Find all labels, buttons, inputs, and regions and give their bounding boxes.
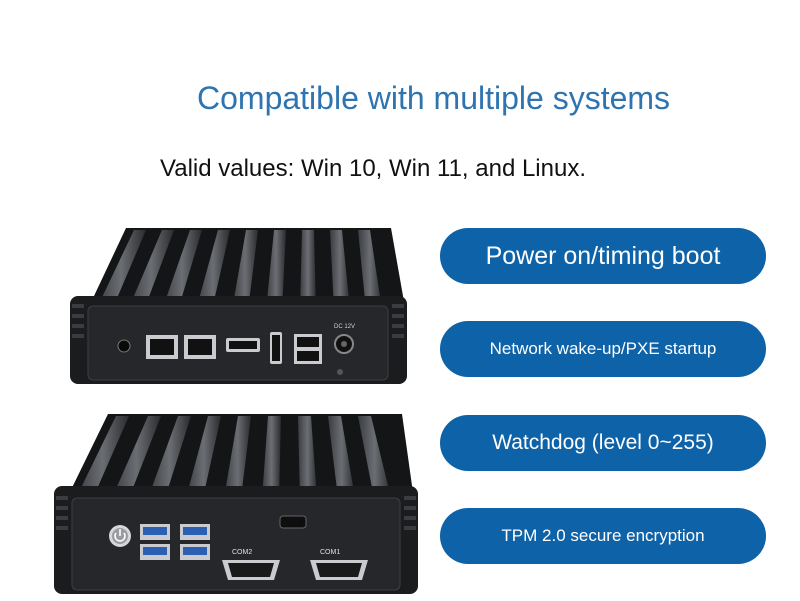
dc-label: DC 12V [334, 324, 355, 330]
usb-port [180, 524, 210, 540]
mini-pc-front-image: DC 12V [70, 228, 407, 384]
feature-pill-power-boot: Power on/timing boot [440, 228, 766, 284]
usb-port [140, 544, 170, 560]
usb-port [294, 334, 322, 364]
displayport-port [226, 338, 260, 352]
hdmi-port [270, 332, 282, 364]
com1-label: COM1 [320, 549, 340, 556]
power-button-icon [109, 525, 131, 547]
usb-port [180, 544, 210, 560]
usb-port [140, 524, 170, 540]
os-compat-text: Valid values: Win 10, Win 11, and Linux. [160, 155, 586, 182]
heatsink-fins [66, 414, 414, 500]
feature-pill-watchdog: Watchdog (level 0~255) [440, 415, 766, 471]
com2-label: COM2 [232, 549, 252, 556]
page-title: Compatible with multiple systems [197, 80, 671, 116]
heatsink-fins [86, 228, 406, 313]
com2-port [222, 560, 280, 580]
com1-port [310, 560, 368, 580]
lan-port [146, 335, 178, 359]
mini-pc-rear-image: COM2 COM1 [54, 414, 418, 594]
card-slot [279, 515, 307, 529]
audio-jack [117, 339, 131, 353]
feature-pill-network-wake: Network wake-up/PXE startup [440, 321, 766, 377]
feature-pill-tpm: TPM 2.0 secure encryption [440, 508, 766, 564]
lan-port [184, 335, 216, 359]
